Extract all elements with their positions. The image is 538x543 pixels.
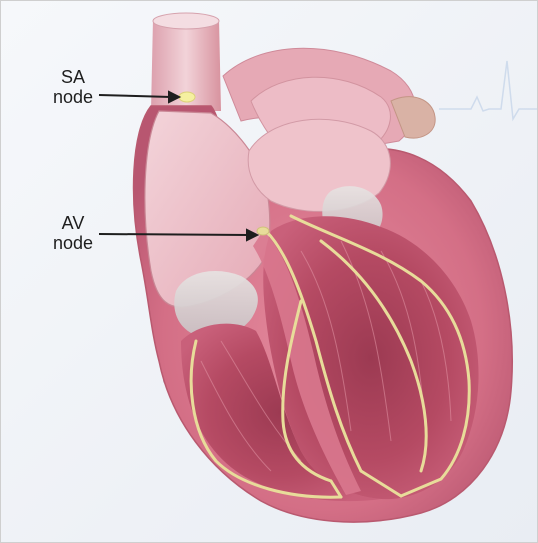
av-node — [257, 227, 269, 235]
av-node-label: AV node — [45, 213, 101, 253]
ecg-trace — [439, 61, 538, 119]
sa-node-label: SA node — [45, 67, 101, 107]
sa-node-label-line1: SA — [45, 67, 101, 87]
sa-node-label-line2: node — [45, 87, 101, 107]
av-node-label-line2: node — [45, 233, 101, 253]
vessel-opening — [153, 13, 219, 29]
av-node-label-line1: AV — [45, 213, 101, 233]
sa-node — [179, 92, 195, 102]
